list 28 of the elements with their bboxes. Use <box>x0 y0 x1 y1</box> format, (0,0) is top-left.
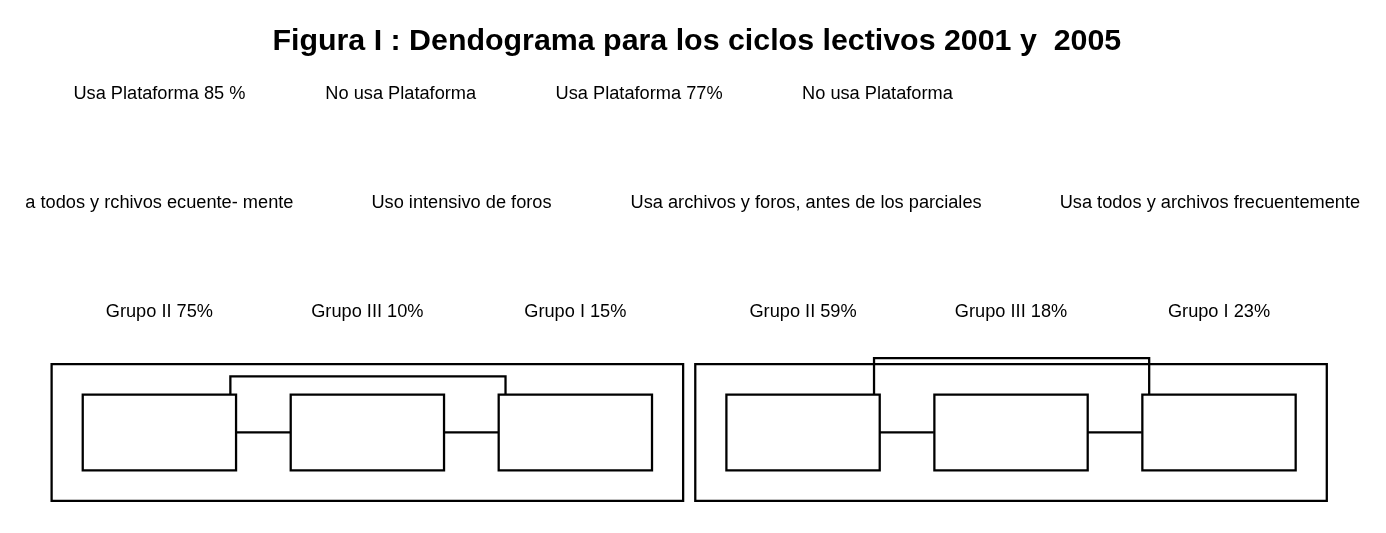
label: Grupo III 18% <box>954 300 1068 321</box>
label: Grupo I 23% <box>1167 300 1271 321</box>
node-box <box>933 392 1089 472</box>
label: Usa todos y archivos frecuentemente <box>1059 191 1361 212</box>
node-box <box>1141 392 1297 472</box>
label: Uso intensivo de foros <box>371 191 552 212</box>
connector <box>236 430 291 434</box>
label: Usa Plataforma 85 % <box>73 82 246 103</box>
label: Grupo I 15% <box>524 300 627 321</box>
connector <box>444 430 499 434</box>
label: Grupo II 59% <box>749 300 857 321</box>
node-box <box>725 392 881 472</box>
connector <box>1087 430 1142 434</box>
label: Grupo III 10% <box>311 300 424 321</box>
label: No usa Plataforma <box>325 82 477 103</box>
label: Grupo II 75% <box>105 300 214 321</box>
connector <box>872 356 1151 394</box>
connector <box>879 430 934 434</box>
diagram-title: Figura I : Dendograma para los ciclos lectivos 2001 y 2005 <box>272 22 1122 56</box>
node-box <box>497 392 654 472</box>
label: Usa archivos y foros, antes de los parciales <box>630 191 982 212</box>
label: a todos y rchivos ecuente- mente <box>25 191 294 212</box>
cluster <box>50 362 685 502</box>
node-box <box>81 392 238 472</box>
node-box <box>289 392 446 472</box>
label: Usa Plataforma 77% <box>555 82 723 103</box>
cluster <box>694 362 1328 502</box>
label: No usa Plataforma <box>802 82 953 103</box>
